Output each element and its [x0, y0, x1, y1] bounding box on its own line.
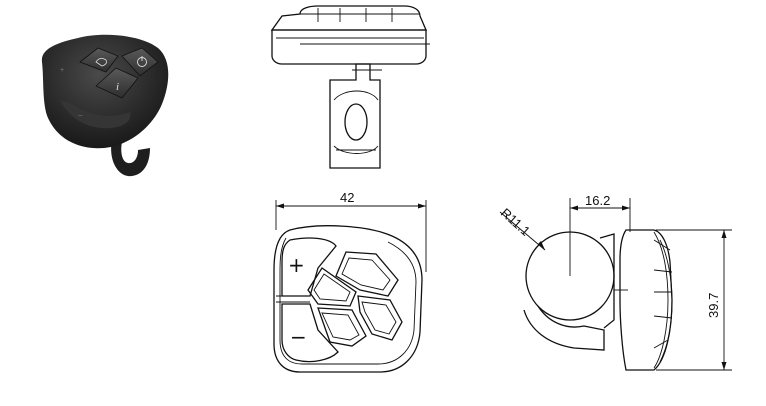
dim-radius-label: R11.1 — [498, 205, 533, 239]
device-button-center — [95, 67, 139, 99]
minus-icon: − — [290, 325, 307, 349]
dim-height-label: 39.7 — [706, 293, 721, 318]
dim-width-label: 42 — [340, 190, 354, 205]
side-view-drawing: 16.2 R11.1 39.7 — [498, 193, 732, 371]
plus-icon: + — [288, 253, 305, 277]
product-photo: i + − — [41, 34, 169, 177]
svg-text:+: + — [60, 67, 64, 74]
device-button-left — [79, 47, 119, 73]
light-icon — [95, 58, 107, 67]
svg-text:−: − — [78, 111, 83, 120]
device-lower-paddle — [60, 100, 131, 129]
info-icon: i — [116, 81, 119, 93]
dim-thickness-label: 16.2 — [585, 193, 610, 208]
top-view-drawing — [270, 5, 430, 169]
device-button-right — [121, 47, 159, 77]
device-clamp-ring — [111, 140, 150, 177]
front-view-drawing: 42 + − — [273, 190, 427, 373]
